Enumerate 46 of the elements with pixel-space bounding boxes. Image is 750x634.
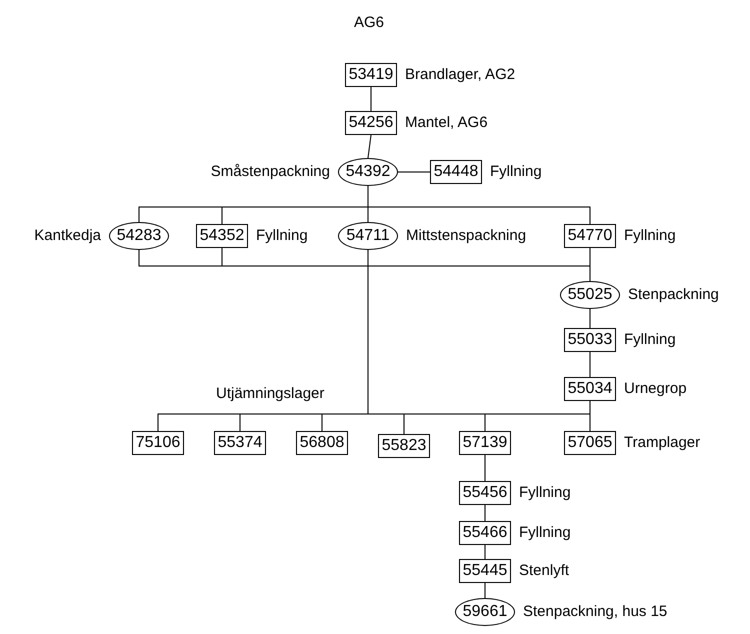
node-caption: Stenlyft xyxy=(519,563,570,578)
context-box: 54256 xyxy=(345,111,397,135)
context-box: 55466 xyxy=(459,521,511,545)
context-ellipse: 55025 xyxy=(560,281,620,309)
context-ellipse: 59661 xyxy=(455,598,515,626)
node-caption: Urnegrop xyxy=(624,381,687,396)
node-caption: Kantkedja xyxy=(34,228,101,243)
context-box: 56808 xyxy=(296,431,348,455)
connector-line xyxy=(370,86,372,112)
context-box: 57065 xyxy=(564,431,616,455)
node-caption: Småstenpackning xyxy=(210,164,330,179)
connector-line xyxy=(484,544,486,560)
node-caption: Tramplager xyxy=(624,435,700,450)
connector-line xyxy=(484,504,486,522)
node-caption: Mittstenspackning xyxy=(406,228,526,243)
diagram-title: AG6 xyxy=(354,13,384,33)
node-caption: Brandlager, AG2 xyxy=(405,67,516,82)
connector-line xyxy=(368,186,590,224)
context-box: 55033 xyxy=(564,328,616,352)
connector-line xyxy=(484,582,486,598)
context-box: 55374 xyxy=(214,431,266,455)
connector-line xyxy=(368,134,372,158)
context-box: 55456 xyxy=(459,481,511,505)
context-box: 55823 xyxy=(378,434,430,458)
node-caption: Fyllning xyxy=(256,228,308,243)
context-box: 55034 xyxy=(564,377,616,401)
node-caption: Fyllning xyxy=(519,485,571,500)
context-box: 75106 xyxy=(132,431,184,455)
context-ellipse: 54392 xyxy=(338,158,398,186)
context-box: 54770 xyxy=(564,224,616,248)
layer-label: Utjämningslager xyxy=(216,386,324,401)
context-ellipse: 54283 xyxy=(109,222,169,250)
connector-line xyxy=(484,454,486,482)
node-caption: Fyllning xyxy=(519,525,571,540)
context-box: 57139 xyxy=(459,431,511,455)
node-caption: Fyllning xyxy=(624,228,676,243)
context-box: 54352 xyxy=(196,224,248,248)
node-caption: Stenpackning xyxy=(628,287,719,302)
context-box: 53419 xyxy=(345,63,397,87)
context-ellipse: 54711 xyxy=(338,222,398,250)
node-caption: Fyllning xyxy=(624,332,676,347)
context-box: 55445 xyxy=(459,559,511,583)
node-caption: Mantel, AG6 xyxy=(405,115,488,130)
node-caption: Stenpackning, hus 15 xyxy=(523,604,668,619)
context-box: 54448 xyxy=(430,160,482,184)
node-caption: Fyllning xyxy=(490,164,542,179)
